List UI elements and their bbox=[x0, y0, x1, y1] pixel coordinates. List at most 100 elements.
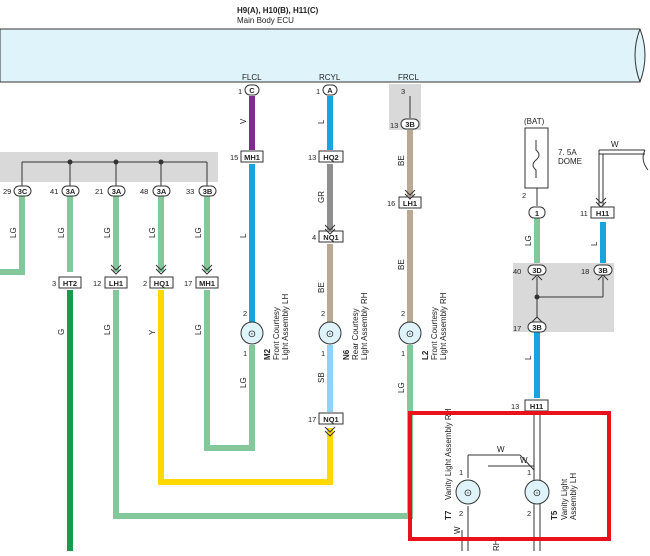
conn-13-3b: 3B bbox=[405, 120, 415, 129]
oval-29 bbox=[13, 185, 32, 197]
terminal-flcl: FLCL bbox=[242, 73, 262, 82]
fuse-rating: 7. 5A bbox=[558, 148, 577, 157]
lamp-l2: 2 ⊙ 1 bbox=[398, 309, 422, 358]
fuse-element bbox=[532, 140, 540, 178]
conn-mh1: MH1 bbox=[244, 153, 260, 162]
connector-hq1: 2 HQ1 bbox=[143, 276, 174, 289]
wc-rcyl-gr: GR bbox=[317, 191, 326, 203]
t5-name-2: Assembly LH bbox=[569, 473, 578, 520]
oval-41 bbox=[61, 185, 80, 197]
pin-17: 17 bbox=[513, 324, 521, 333]
t7-code: T7 bbox=[444, 510, 453, 520]
lamp-m2: 2 ⊙ 1 bbox=[240, 309, 264, 358]
oval-21 bbox=[107, 185, 126, 197]
label-m2: M2 Front Courtesy Light Assembly LH bbox=[263, 294, 290, 360]
pin-40: 40 bbox=[513, 267, 521, 276]
wc-w-top: W bbox=[611, 140, 619, 149]
fuse-bat: (BAT) bbox=[524, 117, 545, 126]
n6-bulb bbox=[318, 321, 342, 345]
wc-rcyl-l: L bbox=[317, 119, 326, 124]
conn-nq1-17: NQ1 bbox=[323, 415, 338, 424]
pin-33: 33 bbox=[186, 187, 194, 196]
oval-17 bbox=[527, 321, 547, 333]
label-n6: N6 Rear Courtesy Light Assembly RH bbox=[342, 292, 369, 360]
n6-name-1: Rear Courtesy bbox=[351, 308, 360, 360]
m2-name-2: Light Assembly LH bbox=[281, 294, 290, 360]
pin-h11-13: 13 bbox=[511, 402, 519, 411]
box-lh1-12 bbox=[104, 276, 128, 289]
label-t5-name: Vanity Light Assembly LH bbox=[560, 473, 578, 520]
pin-h11: 11 bbox=[580, 209, 588, 218]
lamp-n6: 2 ⊙ 1 bbox=[318, 309, 342, 358]
wc-21-lg: LG bbox=[103, 227, 112, 238]
connector-nq1-17: 17 NQ1 bbox=[308, 412, 344, 425]
m2-name-1: Front Courtesy bbox=[272, 307, 281, 360]
bulb-icon-t5: ⊙ bbox=[533, 488, 541, 499]
box-hq2 bbox=[318, 150, 344, 163]
conn-ht2: HT2 bbox=[63, 279, 77, 288]
t5-bulb bbox=[524, 479, 550, 505]
connector-29-3c: 29 3C bbox=[3, 185, 32, 197]
ecu-codes: H9(A), H10(B), H11(C) bbox=[237, 6, 319, 15]
pin-hq1: 2 bbox=[143, 279, 147, 288]
junction-dot-21 bbox=[113, 159, 119, 165]
connector-nq1: 4 NQ1 bbox=[312, 230, 344, 243]
pin-frcl: 3 bbox=[401, 87, 405, 96]
bulb-icon-t7: ⊙ bbox=[464, 488, 472, 499]
oval-48 bbox=[152, 185, 171, 197]
wc-m2-lg: LG bbox=[239, 377, 248, 388]
pin-41: 41 bbox=[50, 187, 58, 196]
pin-48: 48 bbox=[140, 187, 148, 196]
highlight-box bbox=[408, 411, 611, 541]
wc-w-vanity: W bbox=[497, 445, 505, 454]
connector-h11: 11 H11 bbox=[580, 206, 615, 219]
connector-33-3b: 33 3B bbox=[186, 185, 217, 197]
oval-bat-1 bbox=[528, 206, 546, 219]
wire-color-labels: V L LG L GR BE SB BE BE LG LG LG G LG LG… bbox=[9, 118, 599, 393]
connector-41-3a: 41 3A bbox=[50, 185, 80, 197]
junction-dot-41 bbox=[67, 159, 73, 165]
connector-40-3d: 40 3D bbox=[513, 264, 547, 276]
t7-pin-1: 1 bbox=[459, 468, 463, 477]
pin-flcl: 1 bbox=[238, 87, 242, 96]
conn-48: 3A bbox=[157, 187, 167, 196]
wc-flcl-v: V bbox=[239, 118, 248, 124]
pin-hq2: 13 bbox=[308, 153, 316, 162]
wc-hq1-y: Y bbox=[148, 329, 157, 335]
pin-nq1: 4 bbox=[312, 233, 316, 242]
wc-rcyl-be: BE bbox=[317, 282, 326, 293]
conn-29: 3C bbox=[18, 187, 28, 196]
l2-pin-1: 1 bbox=[401, 349, 405, 358]
t5-pin-2: 2 bbox=[527, 509, 531, 518]
wc-lh1-lg: LG bbox=[103, 324, 112, 335]
terminal-frcl: FRCL bbox=[398, 73, 419, 82]
conn-rcyl: A bbox=[327, 86, 333, 95]
connector-h11-13: 13 H11 bbox=[511, 399, 549, 412]
t7-name-1: Vanity Light Assembly RH bbox=[444, 408, 453, 500]
label-t5: T5 bbox=[550, 510, 559, 520]
conn-hq1: HQ1 bbox=[154, 279, 169, 288]
wc-41-lg: LG bbox=[57, 227, 66, 238]
ecu-break-line bbox=[634, 28, 641, 83]
wc-33-lg: LG bbox=[194, 227, 203, 238]
box-ht2 bbox=[58, 276, 82, 289]
label-l2: L2 Front Courtesy Light Assembly RH bbox=[421, 292, 448, 360]
conn-flcl: C bbox=[249, 86, 255, 95]
pin-18: 18 bbox=[581, 267, 589, 276]
pin-nq1-17: 17 bbox=[308, 415, 316, 424]
wire-w-break bbox=[642, 149, 649, 171]
connector-rcyl: 1 A bbox=[316, 84, 338, 96]
label-t7: T7 bbox=[444, 510, 453, 520]
t7-bulb bbox=[455, 479, 481, 505]
junction-block-left bbox=[0, 152, 218, 182]
l2-name-2: Light Assembly RH bbox=[439, 292, 448, 360]
connector-bat-1: 1 bbox=[528, 206, 546, 219]
connector-21-3a: 21 3A bbox=[95, 185, 126, 197]
conn-40: 3D bbox=[532, 266, 542, 275]
connector-18-3b: 18 3B bbox=[581, 264, 613, 276]
wc-h11-l: L bbox=[590, 241, 599, 246]
connector-48-3a: 48 3A bbox=[140, 185, 171, 197]
oval-40 bbox=[527, 264, 547, 276]
connector-ht2: 3 HT2 bbox=[52, 276, 82, 289]
